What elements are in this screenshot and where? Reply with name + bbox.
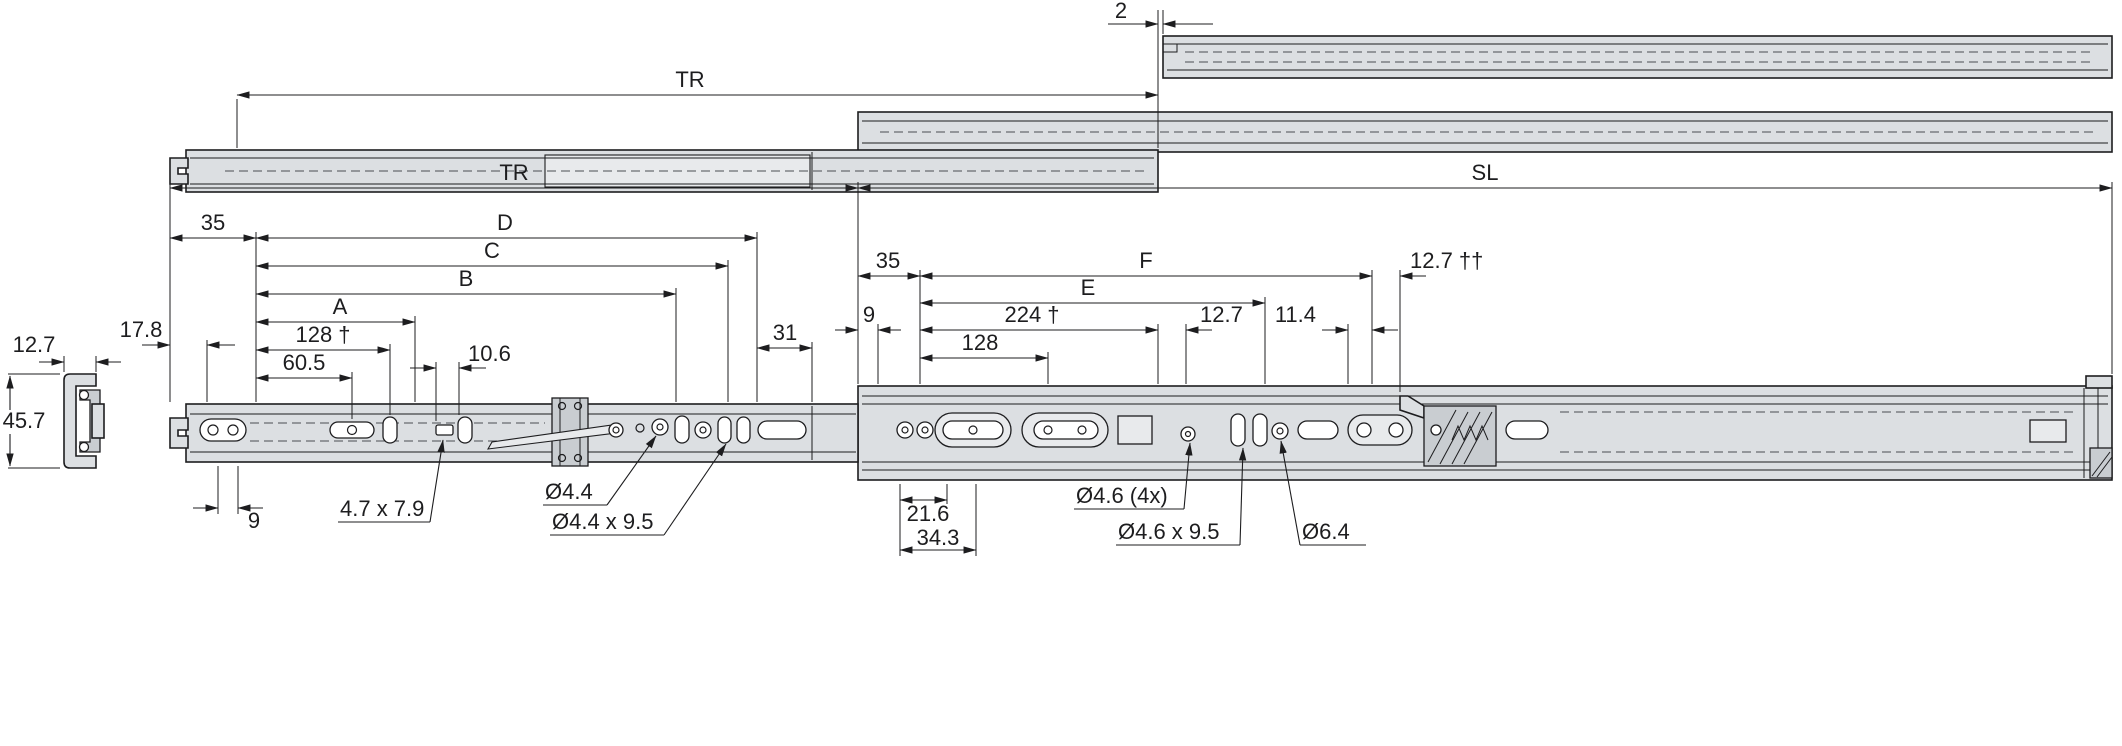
callout-label-slot-4-6x9-5: Ø4.6 x 9.5 [1118,519,1220,544]
dim-label-C: C [484,238,500,263]
horizontal-slot [329,421,375,439]
dim-label-35-left: 35 [201,210,225,235]
top-view-dimensions: 2 TR [236,0,1213,148]
vertical-slot [382,416,398,444]
inner-member-section [91,403,105,439]
top-view-extended-slide: 2 TR [169,0,2113,193]
callout-label-slot-4-4x9-5: Ø4.4 x 9.5 [552,509,654,534]
dim-label-128: 128 [962,330,999,355]
dim-label-A: A [333,294,348,319]
dim-label-31: 31 [773,320,797,345]
cabinet-member-top-view [169,149,1159,193]
dim-label-21-6: 21.6 [907,501,950,526]
dim-label-section-width: 12.7 [13,332,56,357]
dim-label-gap: 2 [1115,0,1127,23]
dim-label-E: E [1081,275,1096,300]
front-keyhole-slot [199,418,247,442]
callout-label-hole-6-4: Ø6.4 [1302,519,1350,544]
dim-label-10-6: 10.6 [468,341,511,366]
rear-mounting-holes [896,412,1549,448]
dim-label-12-7-double-dagger: 12.7 †† [1410,248,1483,273]
callout-slot-4-4x9-5: Ø4.4 x 9.5 [550,443,727,536]
dim-label-12-7: 12.7 [1200,302,1243,327]
vertical-slot [1252,413,1268,447]
dim-label-section-height: 45.7 [3,408,46,433]
callout-label-slot-4-7x7-9: 4.7 x 7.9 [340,496,424,521]
rect-slot-4-7x7-9 [435,424,454,436]
lock-mechanism [1399,395,1497,467]
horizontal-slot [1505,420,1549,440]
vertical-slot [457,416,473,444]
drawer-member-side-view [169,403,859,463]
rear-mounting-tab [2085,375,2113,389]
drawer-member-top-view [1162,35,2113,79]
dim-label-11-4: 11.4 [1275,302,1316,327]
dim-label-9-right: 9 [863,302,875,327]
callout-label-hole-4-4: Ø4.4 [545,479,593,504]
dim-label-travel-top: TR [675,67,704,92]
dim-label-length: SL [1472,160,1499,185]
dim-label-17-8: 17.8 [120,317,163,342]
dim-label-35-right: 35 [876,248,900,273]
ball-bearing-bottom [78,441,90,453]
rear-latch-block [2089,447,2113,479]
front-hook [169,417,189,449]
disconnect-lever [486,422,624,450]
callout-hole-4-4: Ø4.4 [543,435,657,506]
ball-bearing-top [78,389,90,401]
dim-label-travel-main: TR [499,160,528,185]
horizontal-slot [1297,420,1339,440]
dim-label-34-3: 34.3 [917,525,960,550]
vertical-slot [674,415,690,444]
rear-window [2029,419,2067,443]
dim-label-B: B [459,266,474,291]
cross-section-view: 12.7 45.7 [3,332,121,469]
callout-hole-6-4: Ø6.4 [1279,440,1366,546]
hole-6-4 [1271,422,1289,440]
outer-channel-section [63,373,97,469]
section-dimensions: 12.7 45.7 [3,332,121,469]
vertical-slot-4-6x9-5 [1230,413,1246,447]
callout-slot-4-6x9-5: Ø4.6 x 9.5 [1116,447,1247,546]
vertical-slot [736,416,751,444]
dim-label-224-dagger: 224 † [1004,302,1059,327]
hole-4-6 [1180,426,1196,442]
vertical-slot-4-4x9-5 [717,416,732,444]
intermediate-member-top-view [857,111,2113,153]
callout-label-hole-4-6-4x: Ø4.6 (4x) [1076,483,1168,508]
horizontal-slot [757,420,807,440]
square-window [1117,415,1153,445]
callout-slot-4-7x7-9: 4.7 x 7.9 [338,439,445,523]
spring [1451,424,1489,442]
dim-label-128-dagger: 128 † [295,322,350,347]
main-side-view: TR SL 35 D C B A 128 † 60.5 17.8 [120,160,2113,556]
front-notch [1163,43,1178,53]
callout-hole-4-6-4x: Ø4.6 (4x) [1074,442,1193,510]
dim-label-D: D [497,210,513,235]
front-mounting-holes [199,415,807,444]
rivet [635,423,645,433]
dim-label-F: F [1139,248,1152,273]
rear-hook-tab [169,157,189,185]
dim-label-9-left: 9 [248,508,260,533]
dim-label-60-5: 60.5 [283,350,326,375]
main-view-dimensions: TR SL 35 D C B A 128 † 60.5 17.8 [120,160,2113,556]
hole-4-4 [651,418,669,436]
